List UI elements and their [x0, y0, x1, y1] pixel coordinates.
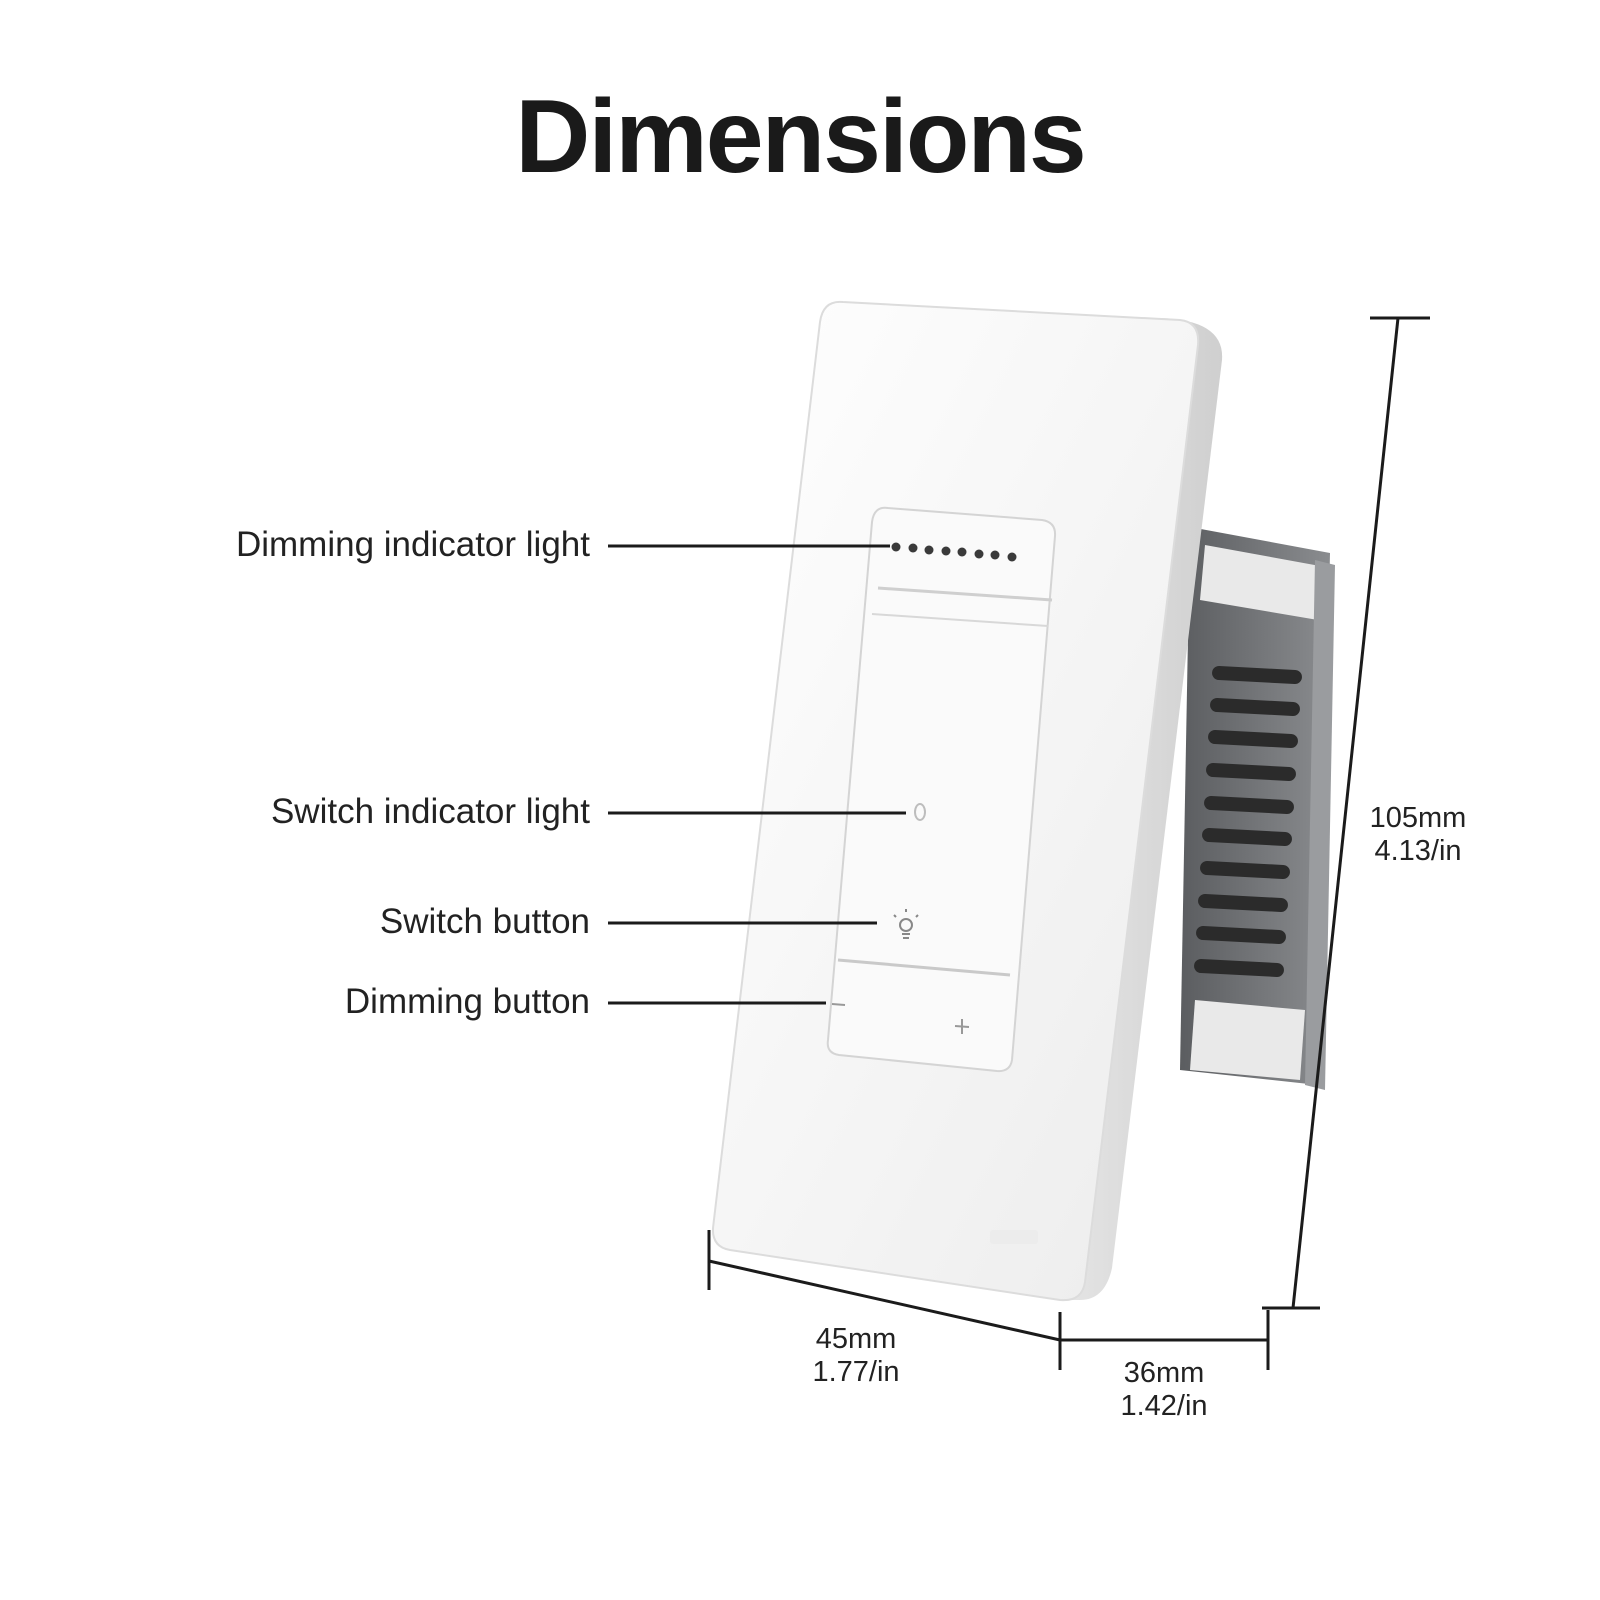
callout-leaders: [608, 544, 906, 1005]
bulb-icon: [893, 909, 919, 939]
brand-mark: [990, 1230, 1038, 1244]
height-dimension-line: [1262, 316, 1430, 1310]
height-mm: 105mm: [1369, 802, 1467, 834]
depth-in: 1.42/in: [1120, 1390, 1208, 1422]
page-title: Dimensions: [515, 79, 1086, 195]
height-in: 4.13/in: [1374, 835, 1462, 867]
dimming-plus-icon: [954, 1019, 970, 1034]
depth-dimension-line: [1060, 1310, 1270, 1370]
callout-dimming-button: Dimming button: [344, 982, 590, 1021]
width-dimension-label: 45mm 1.77/in: [756, 1323, 956, 1389]
rocker-module: [826, 506, 1057, 1073]
width-in: 1.77/in: [812, 1356, 900, 1388]
depth-dimension-label: 36mm 1.42/in: [1064, 1357, 1264, 1423]
width-mm: 45mm: [815, 1323, 897, 1355]
dimming-indicator-dots: [891, 542, 1017, 562]
height-dimension-label: 105mm 4.13/in: [1318, 802, 1518, 868]
depth-mm: 36mm: [1123, 1357, 1205, 1389]
vent-slots: [1194, 666, 1302, 977]
callout-dimming-indicator-light: Dimming indicator light: [235, 525, 590, 564]
callout-switch-button: Switch button: [379, 902, 590, 941]
callout-switch-indicator-light: Switch indicator light: [270, 792, 590, 831]
dimming-minus-icon: [831, 1003, 846, 1006]
switch-indicator-light: [914, 803, 926, 821]
